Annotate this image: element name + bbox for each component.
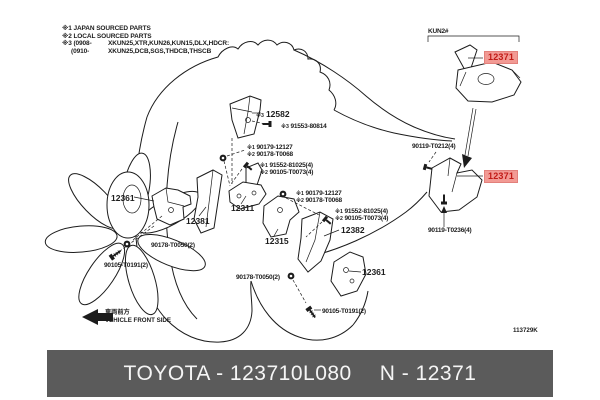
- label-model-group: KUN2#: [428, 28, 449, 35]
- part-12382-bracket-drawing: [297, 211, 334, 273]
- bolt-90119-t0212-icon: [422, 163, 433, 171]
- legend-line-1: ※1 JAPAN SOURCED PARTS: [62, 25, 151, 32]
- legend-line-2: ※2 LOCAL SOURCED PARTS: [62, 32, 152, 40]
- nut-90178-t0050-icon-2: [287, 272, 295, 280]
- label-12361-rear: 12361: [362, 267, 386, 277]
- vehicle-front-arrow: 車両前方 VEHICLE FRONT SIDE: [82, 308, 171, 325]
- bolt-91552-icon-2: [321, 215, 332, 225]
- bolt-91553-icon: [262, 121, 272, 127]
- screw-90105-t0191-icon-2: [305, 305, 316, 319]
- engine-outline: [134, 39, 456, 343]
- transfer-arrow: [462, 107, 477, 168]
- label-90178-t0050-left: 90178-T0050(2): [151, 242, 195, 249]
- legend-line-4: (0910- XKUN25,DCB,SGS,THDCB,THSCB: [62, 48, 229, 56]
- footer-bar: TOYOTA - 123710L080 N - 12371: [47, 350, 553, 397]
- legend-line-4-models: XKUN25,DCB,SGS,THDCB,THSCB: [108, 47, 212, 55]
- footer-part-number: TOYOTA - 123710L080: [123, 361, 352, 385]
- part-12381-bracket-drawing: [193, 169, 223, 234]
- part-12361-rear-mount-drawing: [330, 251, 367, 297]
- highlight-12371-lower[interactable]: 12371: [484, 170, 519, 183]
- label-12361-front: 12361: [111, 193, 135, 203]
- footer-figure-ref: N - 12371: [379, 361, 477, 385]
- label-90105-t0191-left: 90105-T0191(2): [104, 262, 148, 269]
- label-90119-t0236: 90119-T0236(4): [428, 227, 471, 234]
- nut-90178-t0050-icon: [123, 240, 131, 248]
- legend-line-3-code: ※3 (0908-: [62, 40, 92, 48]
- part-12361-front-mount-drawing: [151, 187, 192, 226]
- variant-group-bracket: [427, 35, 520, 42]
- nut-90179-icon-2: [279, 190, 287, 198]
- bolt-90119-t0236-icon: [441, 194, 447, 205]
- label-12382: 12382: [341, 225, 365, 235]
- sourcing-legend: ※1 JAPAN SOURCED PARTS ※2 LOCAL SOURCED …: [62, 25, 229, 55]
- part-12371-lower-mount-drawing: [428, 157, 483, 213]
- front-arrow-en-label: VEHICLE FRONT SIDE: [105, 317, 171, 324]
- label-12315: 12315: [265, 236, 289, 246]
- leader-lines: [133, 57, 483, 311]
- fastener-icons: [108, 121, 447, 319]
- screw-90105-t0191-icon: [108, 250, 122, 261]
- dashed-leader-lines: [119, 120, 437, 304]
- front-arrow-jp-label: 車両前方: [105, 308, 130, 316]
- label-90105-t0191-bottom: 90105-T0191(2): [322, 308, 366, 315]
- part-12311-bracket-drawing: [228, 162, 267, 210]
- front-arrow-icon: [82, 309, 113, 325]
- label-12381: 12381: [186, 216, 210, 226]
- nut-90179-icon: [219, 154, 227, 162]
- fan-clutch-hub: [106, 171, 150, 239]
- part-12371-top-mount-drawing: [454, 44, 522, 103]
- label-90119-t0212: 90119-T0212(4): [412, 143, 455, 150]
- label-12311: 12311: [231, 203, 254, 213]
- cooling-fan: [44, 152, 206, 316]
- highlight-12371-top[interactable]: 12371: [484, 51, 519, 64]
- bolt-91552-icon: [242, 161, 253, 171]
- legend-line-3: ※3 (0908- XKUN25,XTR,KUN26,KUN15,DLX,HDC…: [62, 40, 229, 48]
- label-90178-t0050-bottom: 90178-T0050(2): [236, 274, 280, 281]
- doc-code: 113729K: [513, 327, 538, 334]
- legend-line-3-models: XKUN25,XTR,KUN26,KUN15,DLX,HDCR:: [108, 40, 230, 48]
- part-12315-bracket-drawing: [262, 195, 300, 238]
- legend-line-4-code: (0910-: [71, 47, 90, 55]
- parts-diagram: 車両前方 VEHICLE FRONT SIDE 12361 12381 1231…: [44, 28, 538, 343]
